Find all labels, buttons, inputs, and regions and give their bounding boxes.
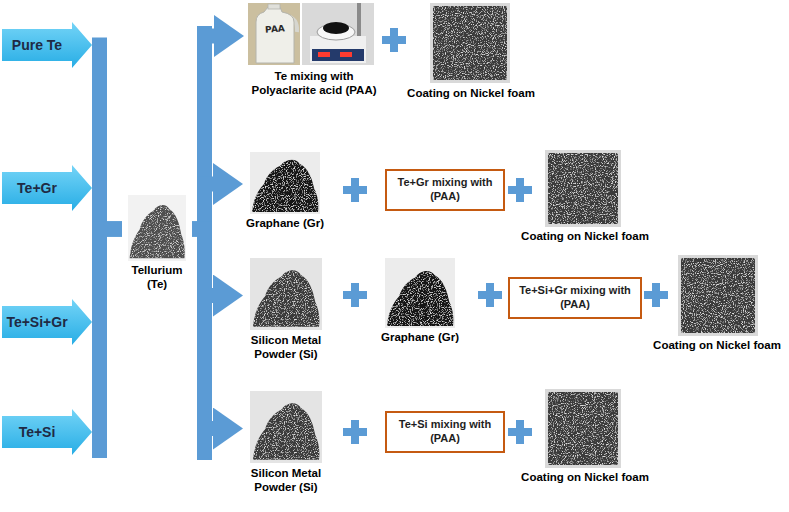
- arrow-outline: [2, 165, 92, 211]
- connector: [192, 36, 214, 229]
- stirrer-photo: [302, 3, 374, 65]
- nickel-foam-photo: [678, 255, 758, 336]
- silicon-photo: [250, 391, 322, 463]
- photo-panel: Tellurium (Te): [122, 195, 192, 291]
- graphene-photo: [385, 258, 455, 328]
- input-arrow: Te+Si: [2, 409, 92, 455]
- photo-panel: Coating on Nickel foam: [650, 255, 784, 352]
- photo-panel: Silicon Metal Powder (Si): [243, 391, 329, 494]
- photo-caption: Te mixing with Polyaclarite acid (PAA): [244, 69, 384, 97]
- input-arrow: Te+Si+Gr: [2, 299, 92, 345]
- photo-panel: Coating on Nickel foam: [518, 389, 652, 484]
- tellurium-photo: [128, 195, 186, 261]
- photo-caption: Graphane (Gr): [243, 216, 327, 230]
- bottle-label: PAA: [262, 23, 289, 35]
- arrow-outline: [2, 22, 92, 68]
- photo-panel: Coating on Nickel foam: [404, 3, 538, 100]
- nickel-foam-photo: [545, 389, 621, 468]
- process-label: Te+Si mixing with (PAA): [393, 418, 497, 446]
- photo-panel: Te mixing with Polyaclarite acid (PAA): [244, 3, 384, 97]
- connector: [192, 229, 213, 429]
- process-label: Te+Gr mixing with (PAA): [393, 176, 497, 204]
- nickel-foam-photo: [430, 3, 510, 83]
- input-arrow: Pure Te: [2, 22, 92, 68]
- process-box: Te+Gr mixing with (PAA): [385, 169, 505, 211]
- graphene-photo: [250, 152, 320, 214]
- nickel-foam-photo: [545, 150, 621, 227]
- photo-caption: Coating on Nickel foam: [518, 470, 652, 484]
- process-box: Te+Si mixing with (PAA): [385, 411, 505, 453]
- photo-caption: Tellurium (Te): [122, 263, 192, 291]
- photo-panel: Graphane (Gr): [378, 258, 462, 344]
- arrow-label: Te+Gr: [17, 180, 57, 196]
- connector: [92, 45, 122, 229]
- photo-caption: Silicon Metal Powder (Si): [243, 466, 329, 494]
- photo-caption: Coating on Nickel foam: [404, 86, 538, 100]
- paa-bottle-photo: [248, 3, 300, 65]
- arrow-label: Te+Si: [19, 424, 56, 440]
- arrow-label: Te+Si+Gr: [6, 314, 67, 330]
- arrow-outline: [2, 299, 92, 345]
- arrow-label: Pure Te: [12, 37, 62, 53]
- photo-caption: Coating on Nickel foam: [518, 229, 652, 243]
- photo-panel: Graphane (Gr): [243, 152, 327, 230]
- plus-sign: [343, 28, 668, 444]
- arrow-outline: [2, 409, 92, 455]
- process-box: Te+Si+Gr mixing with (PAA): [508, 277, 642, 319]
- photo-caption: Graphane (Gr): [378, 330, 462, 344]
- silicon-photo: [250, 258, 322, 330]
- photo-caption: Coating on Nickel foam: [650, 338, 784, 352]
- process-label: Te+Si+Gr mixing with (PAA): [516, 284, 634, 312]
- connector: [92, 229, 122, 432]
- photo-panel: Coating on Nickel foam: [518, 150, 652, 243]
- photo-panel: Silicon Metal Powder (Si): [243, 258, 329, 361]
- input-arrow: Te+Gr: [2, 165, 92, 211]
- photo-caption: Silicon Metal Powder (Si): [243, 333, 329, 361]
